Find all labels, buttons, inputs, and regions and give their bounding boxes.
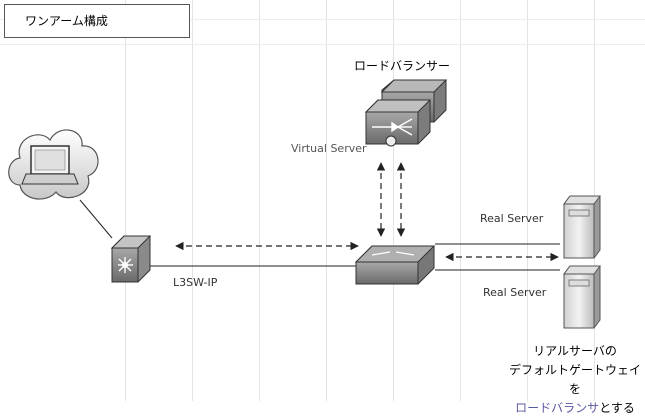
gridline xyxy=(326,0,327,401)
real-server-label: Real Server xyxy=(480,212,544,225)
gridline xyxy=(259,0,260,401)
switch-icon xyxy=(354,245,436,285)
real-server-label: Real Server xyxy=(483,286,547,299)
title-box: ワンアーム構成 xyxy=(4,4,190,38)
note-line: リアルサーバの xyxy=(533,344,617,358)
load-balancer-label: ロードバランサー xyxy=(354,59,451,73)
note-highlight: ロードバランサ xyxy=(515,401,600,415)
gridline xyxy=(460,0,461,401)
network-diagram xyxy=(8,79,601,329)
l3-switch-icon xyxy=(110,235,152,283)
gridline xyxy=(393,0,394,401)
gridline xyxy=(0,44,645,45)
gridline xyxy=(0,19,645,20)
gridline xyxy=(192,0,193,401)
note-line: デフォルトゲートウェイを xyxy=(508,363,641,396)
gateway-note: リアルサーバの デフォルトゲートウェイを ロードバランサとする xyxy=(508,342,642,418)
server-icon xyxy=(563,265,601,329)
gridline xyxy=(527,0,528,401)
gridline xyxy=(125,0,126,401)
link-cloud-l3sw xyxy=(79,199,113,239)
server-icon xyxy=(563,195,601,259)
l3sw-ip-label: L3SW-IP xyxy=(173,276,218,289)
load-balancer-icon xyxy=(364,79,448,147)
laptop-icon xyxy=(21,145,79,185)
note-line: ロードバランサとする xyxy=(508,399,642,418)
note-text: とする xyxy=(599,401,635,415)
virtual-server-label: Virtual Server xyxy=(291,142,367,155)
